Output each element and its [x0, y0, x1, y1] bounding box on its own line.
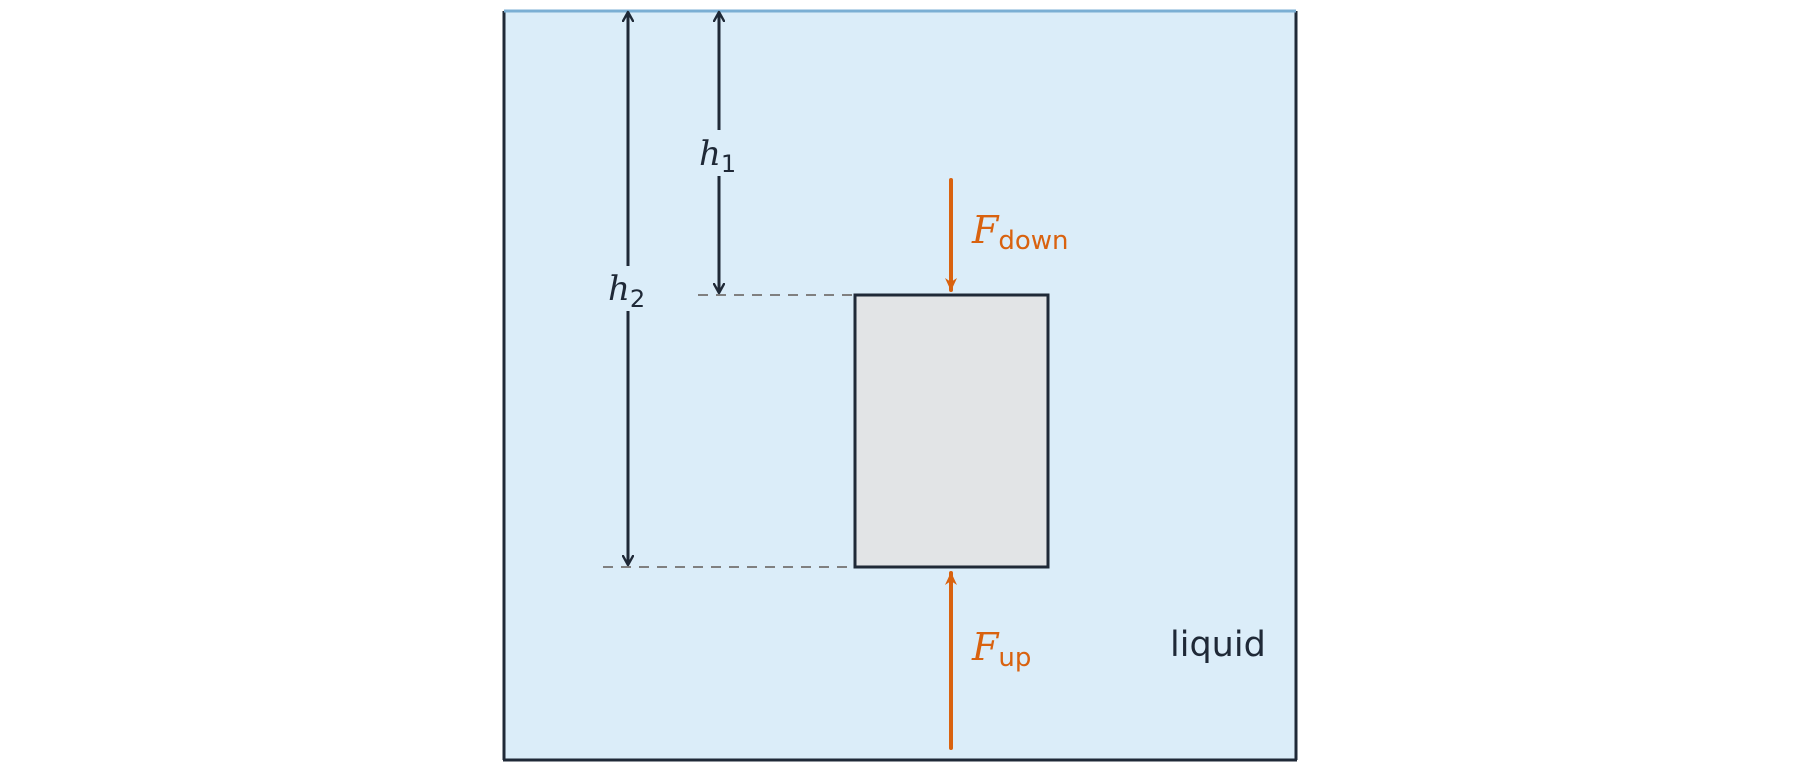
h1-label: h1: [699, 134, 736, 178]
force-down-label: Fdown: [971, 208, 1069, 256]
h2-label: h2: [608, 269, 645, 313]
liquid-label: liquid: [1170, 625, 1266, 665]
force-up-label: Fup: [971, 625, 1031, 673]
submerged-block: [853, 293, 1050, 569]
